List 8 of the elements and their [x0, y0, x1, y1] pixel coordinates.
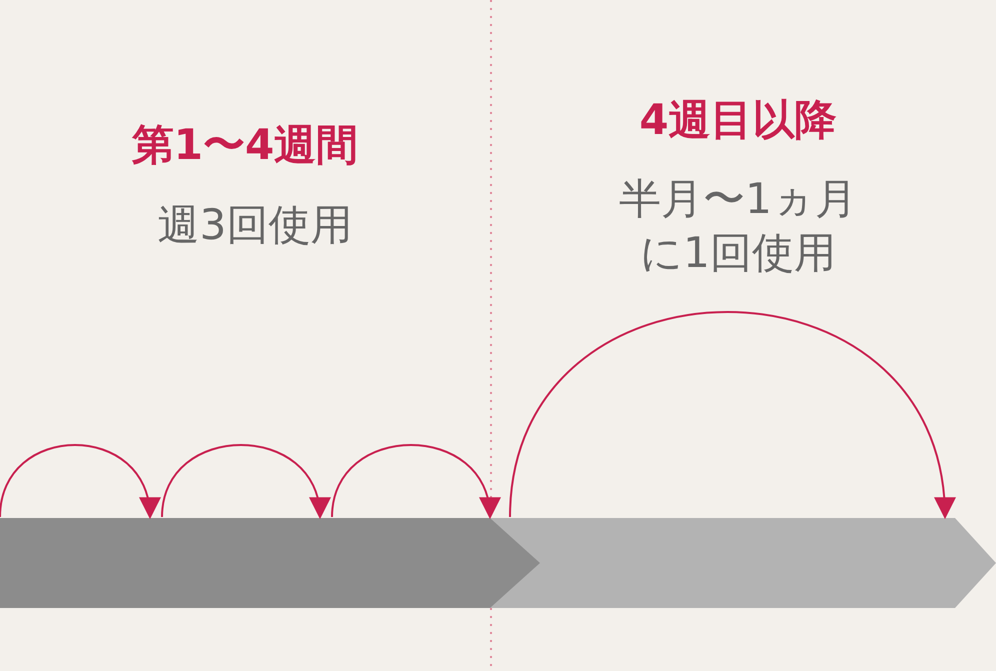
curved-arrow — [331, 444, 498, 520]
usage-text: 週3回使用 — [156, 199, 354, 251]
period-heading: 4週目以降 — [638, 94, 838, 146]
period-heading: 第1〜4週間 — [130, 119, 360, 171]
curved-arrow — [161, 444, 328, 520]
curved-arrow — [509, 311, 954, 520]
usage-text: 半月〜1ヵ月に1回使用 — [618, 173, 858, 279]
curved-arrow — [0, 444, 158, 520]
